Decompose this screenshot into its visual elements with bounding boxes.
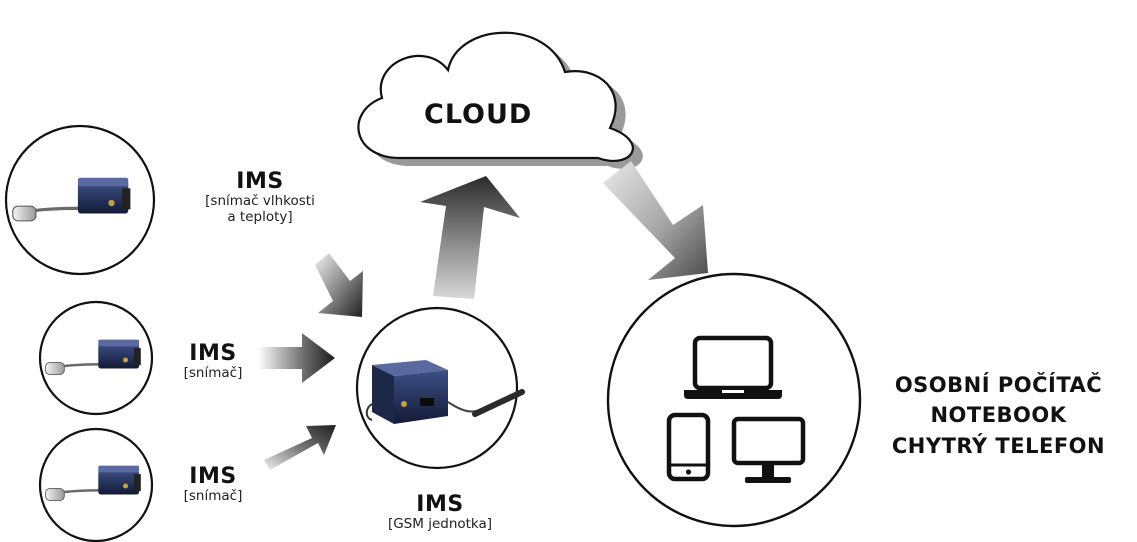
sensor-device-icon: [45, 465, 141, 501]
sensor-mid-subtitle: [snímač]: [183, 365, 243, 382]
devices: [606, 272, 862, 528]
arrow-cloud-to-devices: [603, 161, 708, 280]
arrow-sensor-large-to-gsm: [315, 253, 363, 317]
sensor-large-title: IMS: [236, 169, 284, 194]
sensor-mid: [38, 300, 154, 416]
arrow-gsm-to-cloud: [420, 176, 520, 299]
sensor-large-subtitle-2: a teploty]: [227, 208, 293, 225]
devices-label-line3: CHYTRÝ TELEFON: [891, 433, 1106, 458]
arrow-sensor-bottom-to-gsm: [264, 425, 336, 470]
sensor-device-icon: [12, 177, 131, 222]
tablet-icon: [666, 412, 711, 482]
gsm-device-icon: [365, 360, 525, 424]
devices-label-line1: OSOBNÍ POČÍTAČ: [894, 373, 1103, 397]
gsm-unit: [355, 306, 525, 470]
gsm-unit-label: IMS [GSM jednotka]: [370, 492, 510, 533]
sensor-bottom-label: IMS [snímač]: [168, 464, 258, 505]
gsm-unit-title: IMS: [416, 492, 464, 517]
cloud-label: CLOUD: [424, 99, 533, 130]
devices-label-line2: NOTEBOOK: [930, 403, 1067, 428]
arrow-sensor-mid-to-gsm: [258, 333, 335, 383]
sensor-mid-title: IMS: [189, 341, 237, 366]
gsm-unit-subtitle: [GSM jednotka]: [387, 516, 493, 533]
sensor-large-label: IMS [snímač vlhkosti a teploty]: [180, 169, 340, 225]
sensor-bottom: [38, 427, 154, 542]
sensor-mid-label: IMS [snímač]: [168, 341, 258, 382]
sensor-large: [4, 124, 156, 276]
sensor-large-subtitle-1: [snímač vlhkosti: [205, 193, 315, 210]
sensor-bottom-title: IMS: [189, 464, 237, 489]
sensor-bottom-subtitle: [snímač]: [183, 488, 243, 505]
cloud-body: [357, 31, 634, 163]
laptop-icon: [684, 335, 782, 399]
monitor-icon: [731, 416, 806, 483]
cloud: [357, 31, 643, 169]
sensor-device-icon: [45, 339, 141, 375]
devices-label: OSOBNÍ POČÍTAČ NOTEBOOK CHYTRÝ TELEFON: [866, 370, 1131, 461]
